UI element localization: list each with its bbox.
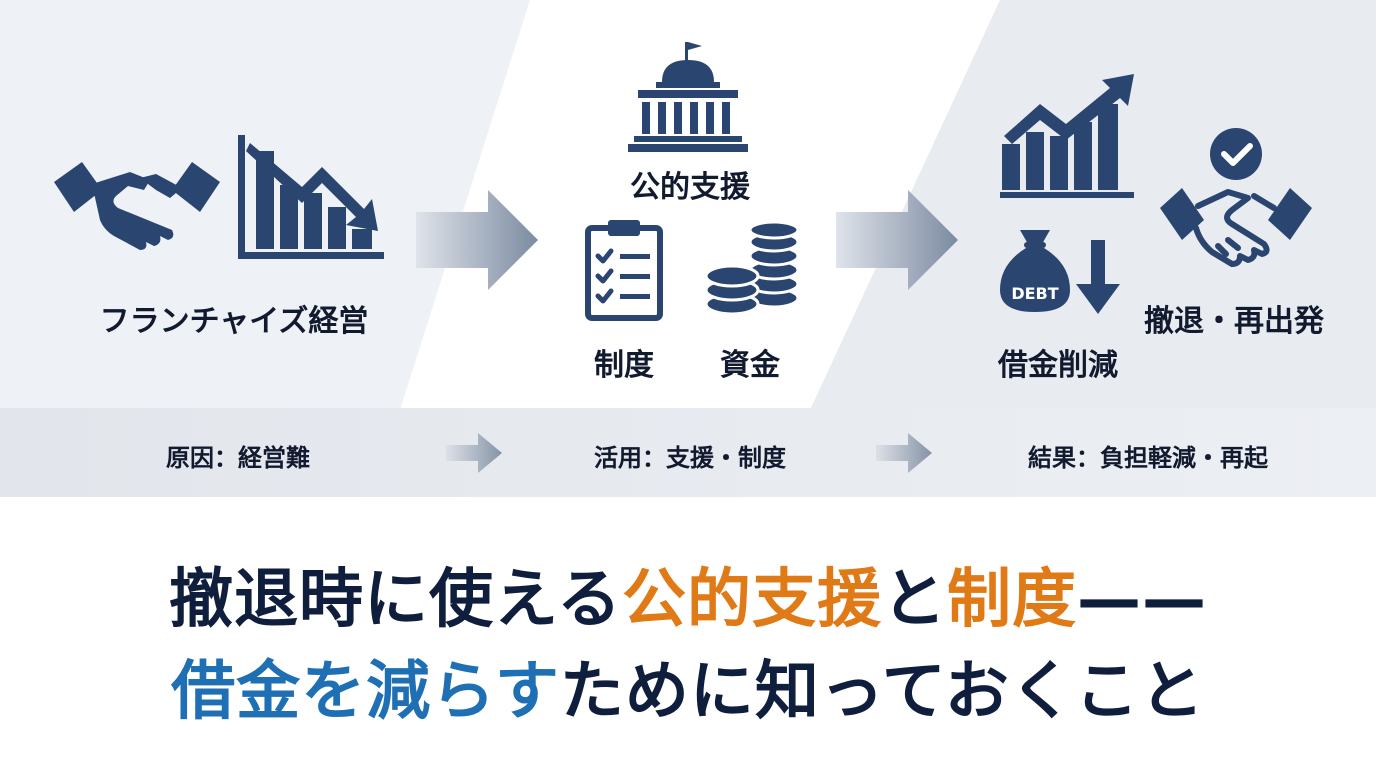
headline-line-1-part-1: 撤退時に使える [168, 563, 623, 637]
headline-line-2: 借金を減らすために知っておくこと [0, 640, 1376, 732]
debt-tag: DEBT [1011, 284, 1059, 303]
right-panel [810, 0, 1376, 410]
rising-bar-chart-icon [1000, 74, 1134, 198]
debt-bag-icon [1000, 230, 1070, 312]
headline-line-2-part-1: 借金を減らす [171, 655, 560, 729]
down-arrow-icon [1076, 240, 1120, 314]
coin-stack-icon [704, 220, 800, 316]
flow-arrow-1 [416, 190, 538, 290]
band-arrow-1 [446, 433, 502, 473]
band-text-cause: 原因：経営難 [166, 444, 310, 472]
stage-2-sub-label-shikin: 資金 [720, 348, 780, 383]
headline-line-1-part-4: 制度 [947, 563, 1078, 637]
stage-1-label: フランチャイズ経営 [99, 304, 369, 339]
band-text-result: 結果：負担軽減・再起 [1028, 444, 1268, 472]
checklist-icon [585, 220, 663, 321]
declining-bar-chart-icon [238, 135, 384, 259]
government-building-icon [628, 42, 748, 152]
flow-arrow-2 [836, 190, 958, 290]
headline-line-1: 撤退時に使える公的支援と制度—— [0, 548, 1376, 640]
band-text-usage: 活用：支援・制度 [594, 444, 786, 472]
headline-line-1-part-3: と [882, 563, 948, 637]
headline-line-1-part-5: —— [1077, 563, 1208, 637]
stage-2-label: 公的支援 [630, 170, 750, 205]
band-arrow-2 [876, 433, 932, 473]
summary-band [0, 408, 1376, 497]
headline-line-2-part-2: ために知っておくこと [559, 655, 1205, 729]
stage-3-label: 借金削減 [998, 348, 1118, 383]
approved-handshake-icon [1160, 128, 1312, 267]
headline-line-1-part-2: 公的支援 [622, 563, 883, 637]
stage-2-sub-label-seido: 制度 [594, 348, 654, 383]
stage-3-secondary-label: 撤退・再出発 [1144, 304, 1324, 339]
handshake-icon [54, 162, 220, 250]
